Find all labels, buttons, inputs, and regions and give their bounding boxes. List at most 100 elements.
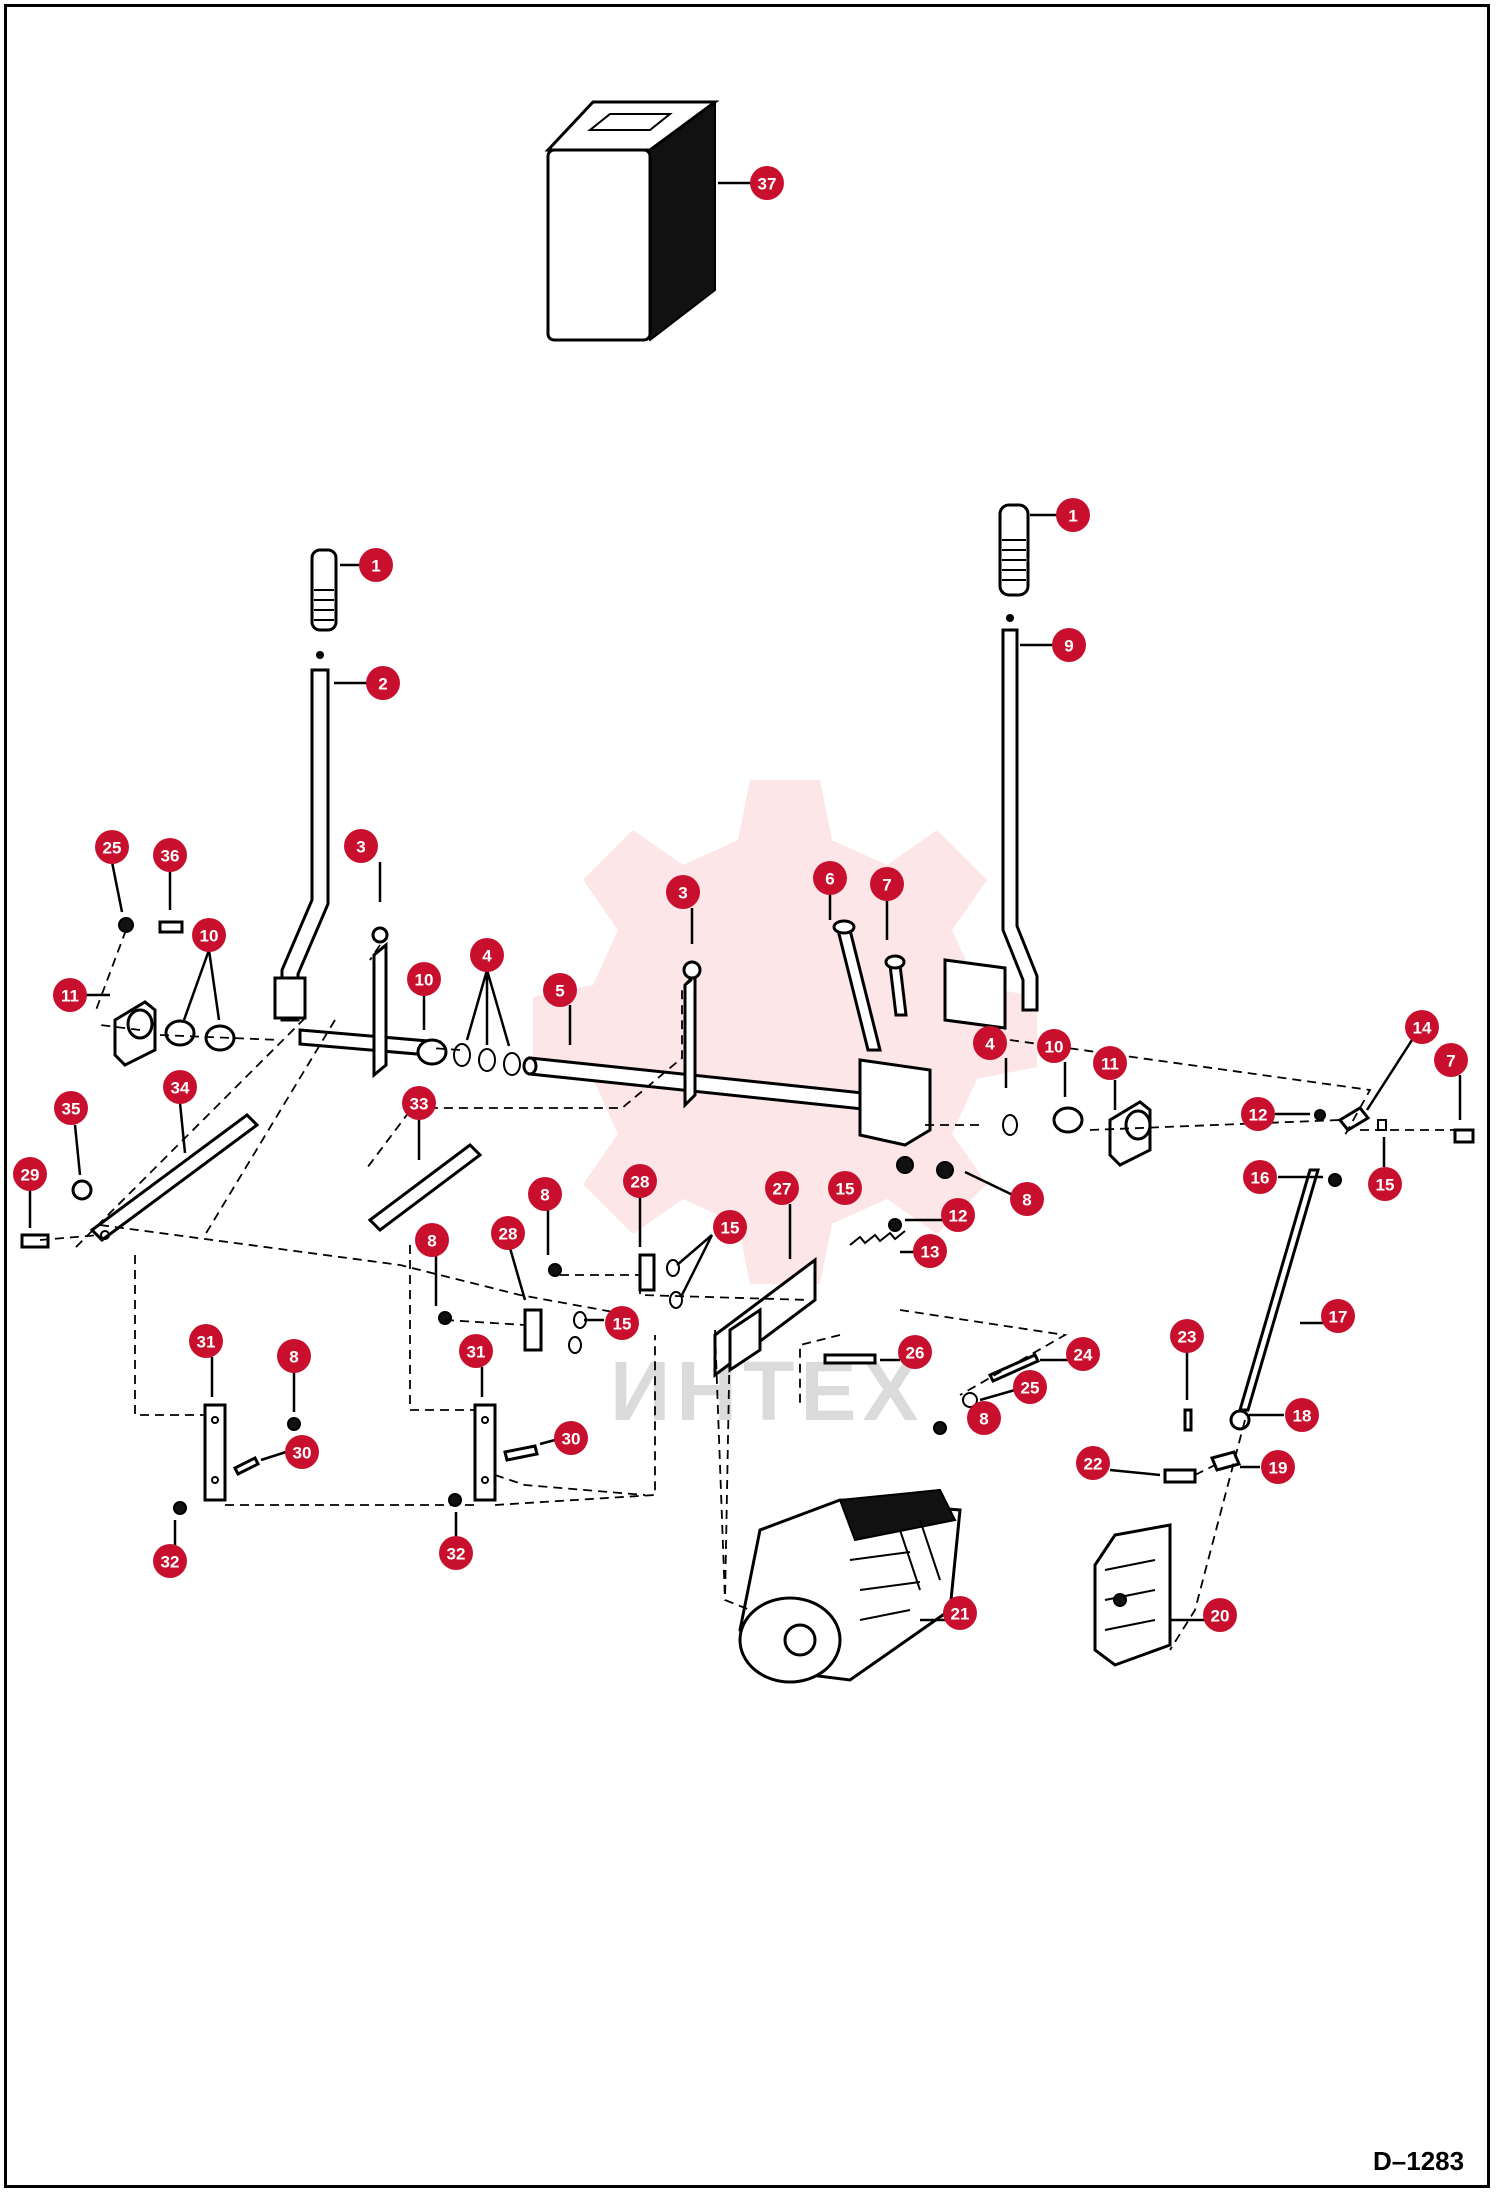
part-30-bolt-left [232,1455,261,1477]
callout-label: 30 [293,1444,312,1463]
callout-badge-12[interactable]: 12 [941,1198,975,1232]
drawing-number: D–1283 [1373,2146,1464,2176]
callout-badge-21[interactable]: 21 [943,1596,977,1630]
callout-badge-14[interactable]: 14 [1405,1010,1439,1044]
part-26-bolt [823,1353,877,1365]
part-28-clip-lower [523,1308,543,1352]
callout-badge-4[interactable]: 4 [973,1026,1007,1060]
callout-badge-31[interactable]: 31 [459,1334,493,1368]
callout-badge-9[interactable]: 9 [1052,628,1086,662]
callout-badge-32[interactable]: 32 [439,1536,473,1570]
callout-badge-35[interactable]: 35 [54,1091,88,1125]
right-bracket [858,958,1007,1179]
callout-label: 33 [410,1095,429,1114]
callout-badge-17[interactable]: 17 [1321,1299,1355,1333]
callout-badge-29[interactable]: 29 [13,1157,47,1191]
callout-badge-10[interactable]: 10 [1037,1029,1071,1063]
callout-badge-8[interactable]: 8 [967,1401,1001,1435]
callout-badge-28[interactable]: 28 [623,1164,657,1198]
callout-badge-12[interactable]: 12 [1241,1097,1275,1131]
callout-label: 12 [1249,1106,1268,1125]
callout-label: 23 [1178,1328,1197,1347]
callout-badge-8[interactable]: 8 [415,1223,449,1257]
callout-badge-25[interactable]: 25 [95,830,129,864]
callout-badge-6[interactable]: 6 [813,861,847,895]
callout-badge-15[interactable]: 15 [828,1171,862,1205]
callout-badge-15[interactable]: 15 [605,1306,639,1340]
callout-badge-37[interactable]: 37 [750,166,784,200]
callout-label: 5 [555,982,564,1001]
part-7-bolt-right [1453,1128,1475,1144]
drawing-frame [4,4,1490,2188]
callout-badge-7[interactable]: 7 [1434,1043,1468,1077]
callout-badge-25[interactable]: 25 [1013,1370,1047,1404]
callout-label: 10 [1045,1038,1064,1057]
callout-label: 3 [678,884,687,903]
callout-badge-27[interactable]: 27 [765,1171,799,1205]
callout-label: 18 [1293,1407,1312,1426]
callout-badge-10[interactable]: 10 [192,918,226,952]
callout-label: 25 [103,839,122,858]
callout-label: 4 [482,947,492,966]
callout-label: 12 [949,1207,968,1226]
assembly-lines [39,929,1455,1651]
callout-label: 15 [1376,1176,1395,1195]
callout-badge-4[interactable]: 4 [470,938,504,972]
callout-badge-33[interactable]: 33 [402,1086,436,1120]
callout-badge-7[interactable]: 7 [870,867,904,901]
callout-label: 25 [1021,1379,1040,1398]
part-25-washer [962,1392,978,1408]
callout-badge-36[interactable]: 36 [153,838,187,872]
callout-badge-3[interactable]: 3 [344,829,378,863]
part-17-rod [1238,1168,1320,1412]
callout-badge-11[interactable]: 11 [53,978,87,1012]
callout-badge-15[interactable]: 15 [713,1210,747,1244]
callout-label: 3 [356,838,365,857]
callout-badge-2[interactable]: 2 [366,666,400,700]
part-1-right-grip [998,503,1030,597]
callout-badge-34[interactable]: 34 [163,1070,197,1104]
callout-badge-13[interactable]: 13 [913,1234,947,1268]
callout-label: 21 [951,1605,970,1624]
callout-badge-23[interactable]: 23 [1170,1319,1204,1353]
callout-badge-16[interactable]: 16 [1243,1160,1277,1194]
callout-label: 7 [1446,1052,1455,1071]
callout-badge-15[interactable]: 15 [1368,1167,1402,1201]
callout-badge-18[interactable]: 18 [1285,1398,1319,1432]
callout-badge-32[interactable]: 32 [153,1544,187,1578]
callout-label: 35 [62,1100,81,1119]
callout-badge-1[interactable]: 1 [359,548,393,582]
callout-badge-8[interactable]: 8 [277,1339,311,1373]
callout-badge-1[interactable]: 1 [1056,498,1090,532]
part-35-washer [71,1179,93,1201]
callout-badge-20[interactable]: 20 [1203,1598,1237,1632]
part-23-pin [1183,1408,1193,1432]
callout-badge-22[interactable]: 22 [1076,1446,1110,1480]
callout-label: 31 [467,1343,486,1362]
part-9-right-lever [1001,614,1039,1012]
part-36-bolt [158,920,184,934]
callout-badge-19[interactable]: 19 [1261,1450,1295,1484]
callout-badge-28[interactable]: 28 [491,1216,525,1250]
callout-label: 14 [1413,1019,1432,1038]
callout-label: 31 [197,1333,216,1352]
callout-badge-11[interactable]: 11 [1093,1046,1127,1080]
callout-label: 11 [61,987,79,1006]
callout-badge-30[interactable]: 30 [554,1421,588,1455]
callout-badge-5[interactable]: 5 [543,973,577,1007]
part-11-left-mount [113,1000,157,1067]
part-32-nut-left [173,1501,187,1515]
callout-badge-3[interactable]: 3 [666,875,700,909]
callout-badge-8[interactable]: 8 [1010,1182,1044,1216]
callout-label: 6 [825,870,834,889]
part-28-clip-upper [638,1253,656,1292]
callout-badge-26[interactable]: 26 [898,1335,932,1369]
callout-badge-8[interactable]: 8 [528,1177,562,1211]
part-37-box [544,100,720,342]
callout-label: 32 [161,1553,180,1572]
callout-badge-24[interactable]: 24 [1066,1337,1100,1371]
callout-badge-10[interactable]: 10 [407,962,441,996]
callout-badge-31[interactable]: 31 [189,1324,223,1358]
callout-badge-30[interactable]: 30 [285,1435,319,1469]
